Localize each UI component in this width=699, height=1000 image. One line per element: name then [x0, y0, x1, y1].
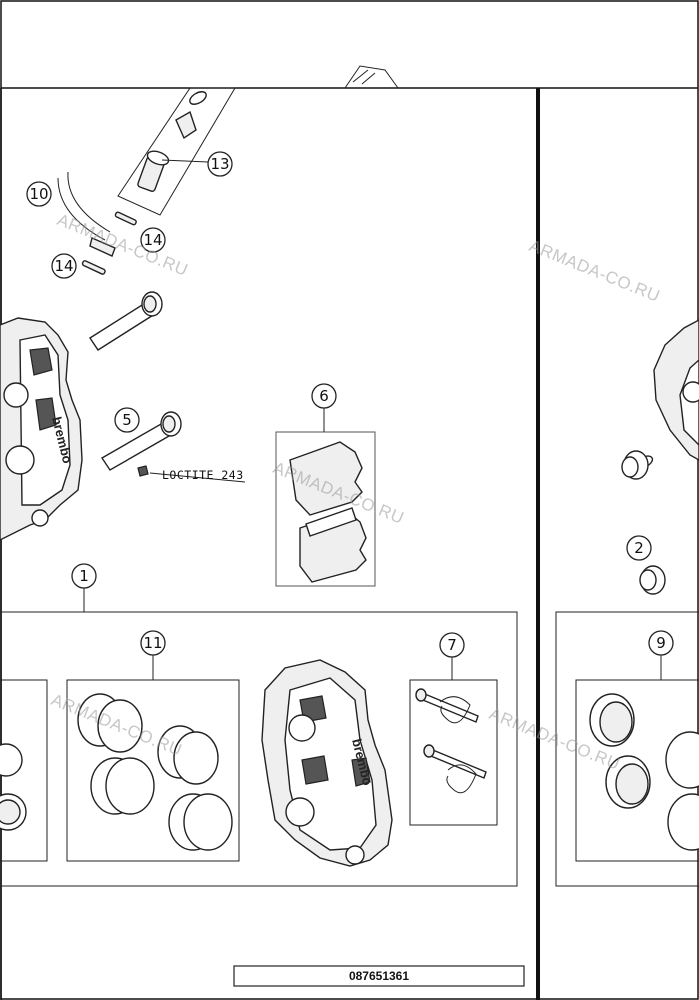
caliper-lower: brembo	[261, 659, 393, 867]
callout-9: 9	[648, 630, 674, 656]
pin-14-lower	[81, 260, 106, 275]
dust-cap-curve-2	[67, 171, 111, 233]
svg-text:6: 6	[319, 387, 329, 405]
loctite-label: LOCTITE 243	[162, 468, 244, 482]
callout-14-lower: 14	[51, 253, 77, 279]
svg-text:14: 14	[54, 257, 73, 275]
washer-upper	[621, 450, 654, 480]
bolt-5	[101, 411, 246, 483]
svg-text:7: 7	[447, 636, 457, 654]
callout-5: 5	[114, 407, 140, 433]
callout-2: 2	[626, 535, 652, 561]
svg-text:9: 9	[656, 634, 666, 652]
pin-box	[409, 657, 498, 826]
pin-14-upper	[89, 211, 137, 257]
bleed-screw-group	[117, 87, 236, 216]
callout-7: 7	[439, 632, 465, 658]
svg-text:1: 1	[79, 567, 89, 585]
callout-13: 13	[161, 151, 233, 177]
part-number-box: 087651361	[233, 965, 525, 987]
svg-text:13: 13	[210, 155, 229, 173]
svg-text:5: 5	[122, 411, 132, 429]
kit-frame-left	[0, 588, 518, 887]
caliper-upper: brembo	[0, 317, 83, 541]
svg-text:11: 11	[143, 634, 162, 652]
kit-frame-right	[555, 611, 699, 887]
pad-box	[275, 431, 376, 587]
part-number: 087651361	[349, 969, 409, 983]
washer-lower	[639, 565, 666, 595]
callout-1: 1	[71, 563, 97, 589]
top-fragment	[344, 65, 399, 89]
svg-text:10: 10	[29, 185, 48, 203]
svg-text:2: 2	[634, 539, 644, 557]
dust-cap-curve	[57, 177, 106, 241]
long-bolt	[89, 291, 163, 351]
callout-11: 10	[26, 181, 52, 207]
watermark-3: ARMADA-CO.RU	[527, 236, 663, 306]
piston-box-left	[0, 679, 48, 862]
callout-14-upper: 14	[140, 227, 166, 253]
caliper-right	[653, 319, 699, 461]
callout-6: 6	[311, 383, 337, 432]
svg-text:14: 14	[143, 231, 162, 249]
seal-box	[66, 655, 240, 862]
callout-10: 11	[140, 630, 166, 656]
